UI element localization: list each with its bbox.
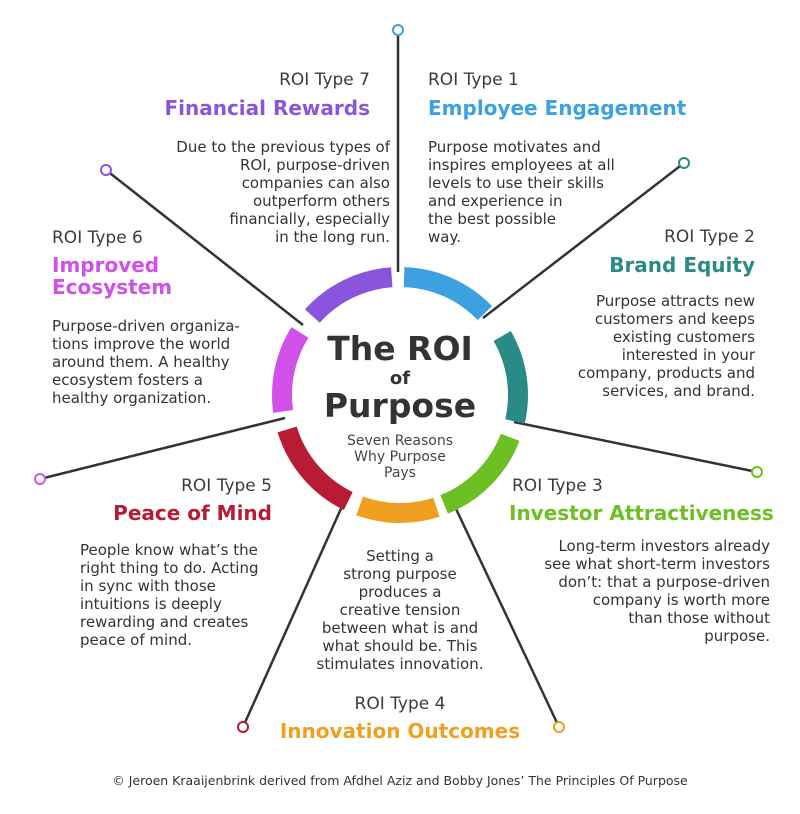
roi-type-6-description: Purpose-driven organiza- tions improve t… xyxy=(52,317,240,407)
roi-type-6-title: Improved Ecosystem xyxy=(52,253,173,299)
ring-segment-financial-rewards xyxy=(304,267,393,323)
roi-type-1-title: Employee Engagement xyxy=(428,96,687,120)
roi-type-7-label: ROI Type 7 xyxy=(279,70,370,90)
ring-layer xyxy=(272,267,528,523)
spoke-peace-ecosystem-end-dot xyxy=(34,473,46,485)
center-title-line-3: Purpose xyxy=(323,386,477,425)
roi-type-7-title: Financial Rewards xyxy=(164,96,370,120)
roi-type-3-label: ROI Type 3 xyxy=(512,476,603,496)
roi-type-2-label: ROI Type 2 xyxy=(664,227,755,247)
roi-type-1-label: ROI Type 1 xyxy=(428,70,519,90)
spoke-top-end-dot xyxy=(392,24,404,36)
roi-type-6-label: ROI Type 6 xyxy=(52,228,143,248)
roi-type-2-block: ROI Type 2 Brand Equity xyxy=(609,227,755,276)
ring-segment-peace-of-mind xyxy=(277,426,353,511)
credit-line: © Jeroen Kraaijenbrink derived from Afdh… xyxy=(112,773,688,788)
roi-type-4-label: ROI Type 4 xyxy=(354,694,446,714)
roi-type-1-block: ROI Type 1 Employee Engagement xyxy=(428,70,686,119)
center-title-line-2: of xyxy=(389,368,411,389)
spoke-peace-ecosystem xyxy=(39,416,286,481)
roi-type-4-title: Innovation Outcomes xyxy=(279,719,521,743)
roi-type-6-block: ROI Type 6 Improved Ecosystem xyxy=(52,228,172,298)
roi-type-3-block: ROI Type 3 Investor Attractiveness xyxy=(509,476,774,524)
spoke-employee-brand xyxy=(482,162,685,319)
center-subtitle: Seven Reasons Why Purpose Pays xyxy=(346,433,454,481)
roi-type-2-title: Brand Equity xyxy=(609,253,755,277)
roi-type-2-description: Purpose attracts new customers and keeps… xyxy=(577,292,755,400)
ring-segment-investor-attractiveness xyxy=(440,433,520,514)
spoke-investor-innovation xyxy=(447,493,561,728)
center-title-line-1: The ROI xyxy=(327,329,473,368)
roi-type-4-description: Setting a strong purpose produces a crea… xyxy=(316,547,484,673)
roi-type-5-block: ROI Type 5 Peace of Mind xyxy=(113,476,272,524)
roi-type-5-description: People know what’s the right thing to do… xyxy=(80,541,259,649)
spoke-employee-brand-end-dot xyxy=(678,157,690,169)
roi-type-3-description: Long-term investors already see what sho… xyxy=(544,537,770,645)
spoke-ecosystem-financial xyxy=(105,169,304,326)
spoke-ecosystem-financial-end-dot xyxy=(100,164,112,176)
roi-type-7-description: Due to the previous types of ROI, purpos… xyxy=(176,138,390,246)
spoke-brand-investor-end-dot xyxy=(751,466,763,478)
ring-segment-improved-ecosystem xyxy=(272,327,309,413)
spokes-layer xyxy=(39,30,758,728)
roi-type-5-label: ROI Type 5 xyxy=(181,476,272,496)
spoke-brand-investor xyxy=(513,420,758,474)
endpoint-dots-layer xyxy=(34,24,763,733)
roi-type-5-title: Peace of Mind xyxy=(113,501,272,525)
spoke-innovation-peace xyxy=(241,492,350,728)
roi-type-1-description: Purpose motivates and inspires employees… xyxy=(428,138,615,246)
roi-type-7-block: ROI Type 7 Financial Rewards xyxy=(164,70,370,119)
ring-segment-brand-equity xyxy=(493,331,528,424)
ring-segment-employee-engagement xyxy=(403,267,493,321)
spoke-investor-innovation-end-dot xyxy=(553,721,565,733)
spoke-innovation-peace-end-dot xyxy=(237,721,249,733)
roi-type-4-block: ROI Type 4 Innovation Outcomes xyxy=(250,694,550,742)
ring-segment-innovation-outcomes xyxy=(356,496,440,523)
roi-type-3-title: Investor Attractiveness xyxy=(509,501,774,525)
